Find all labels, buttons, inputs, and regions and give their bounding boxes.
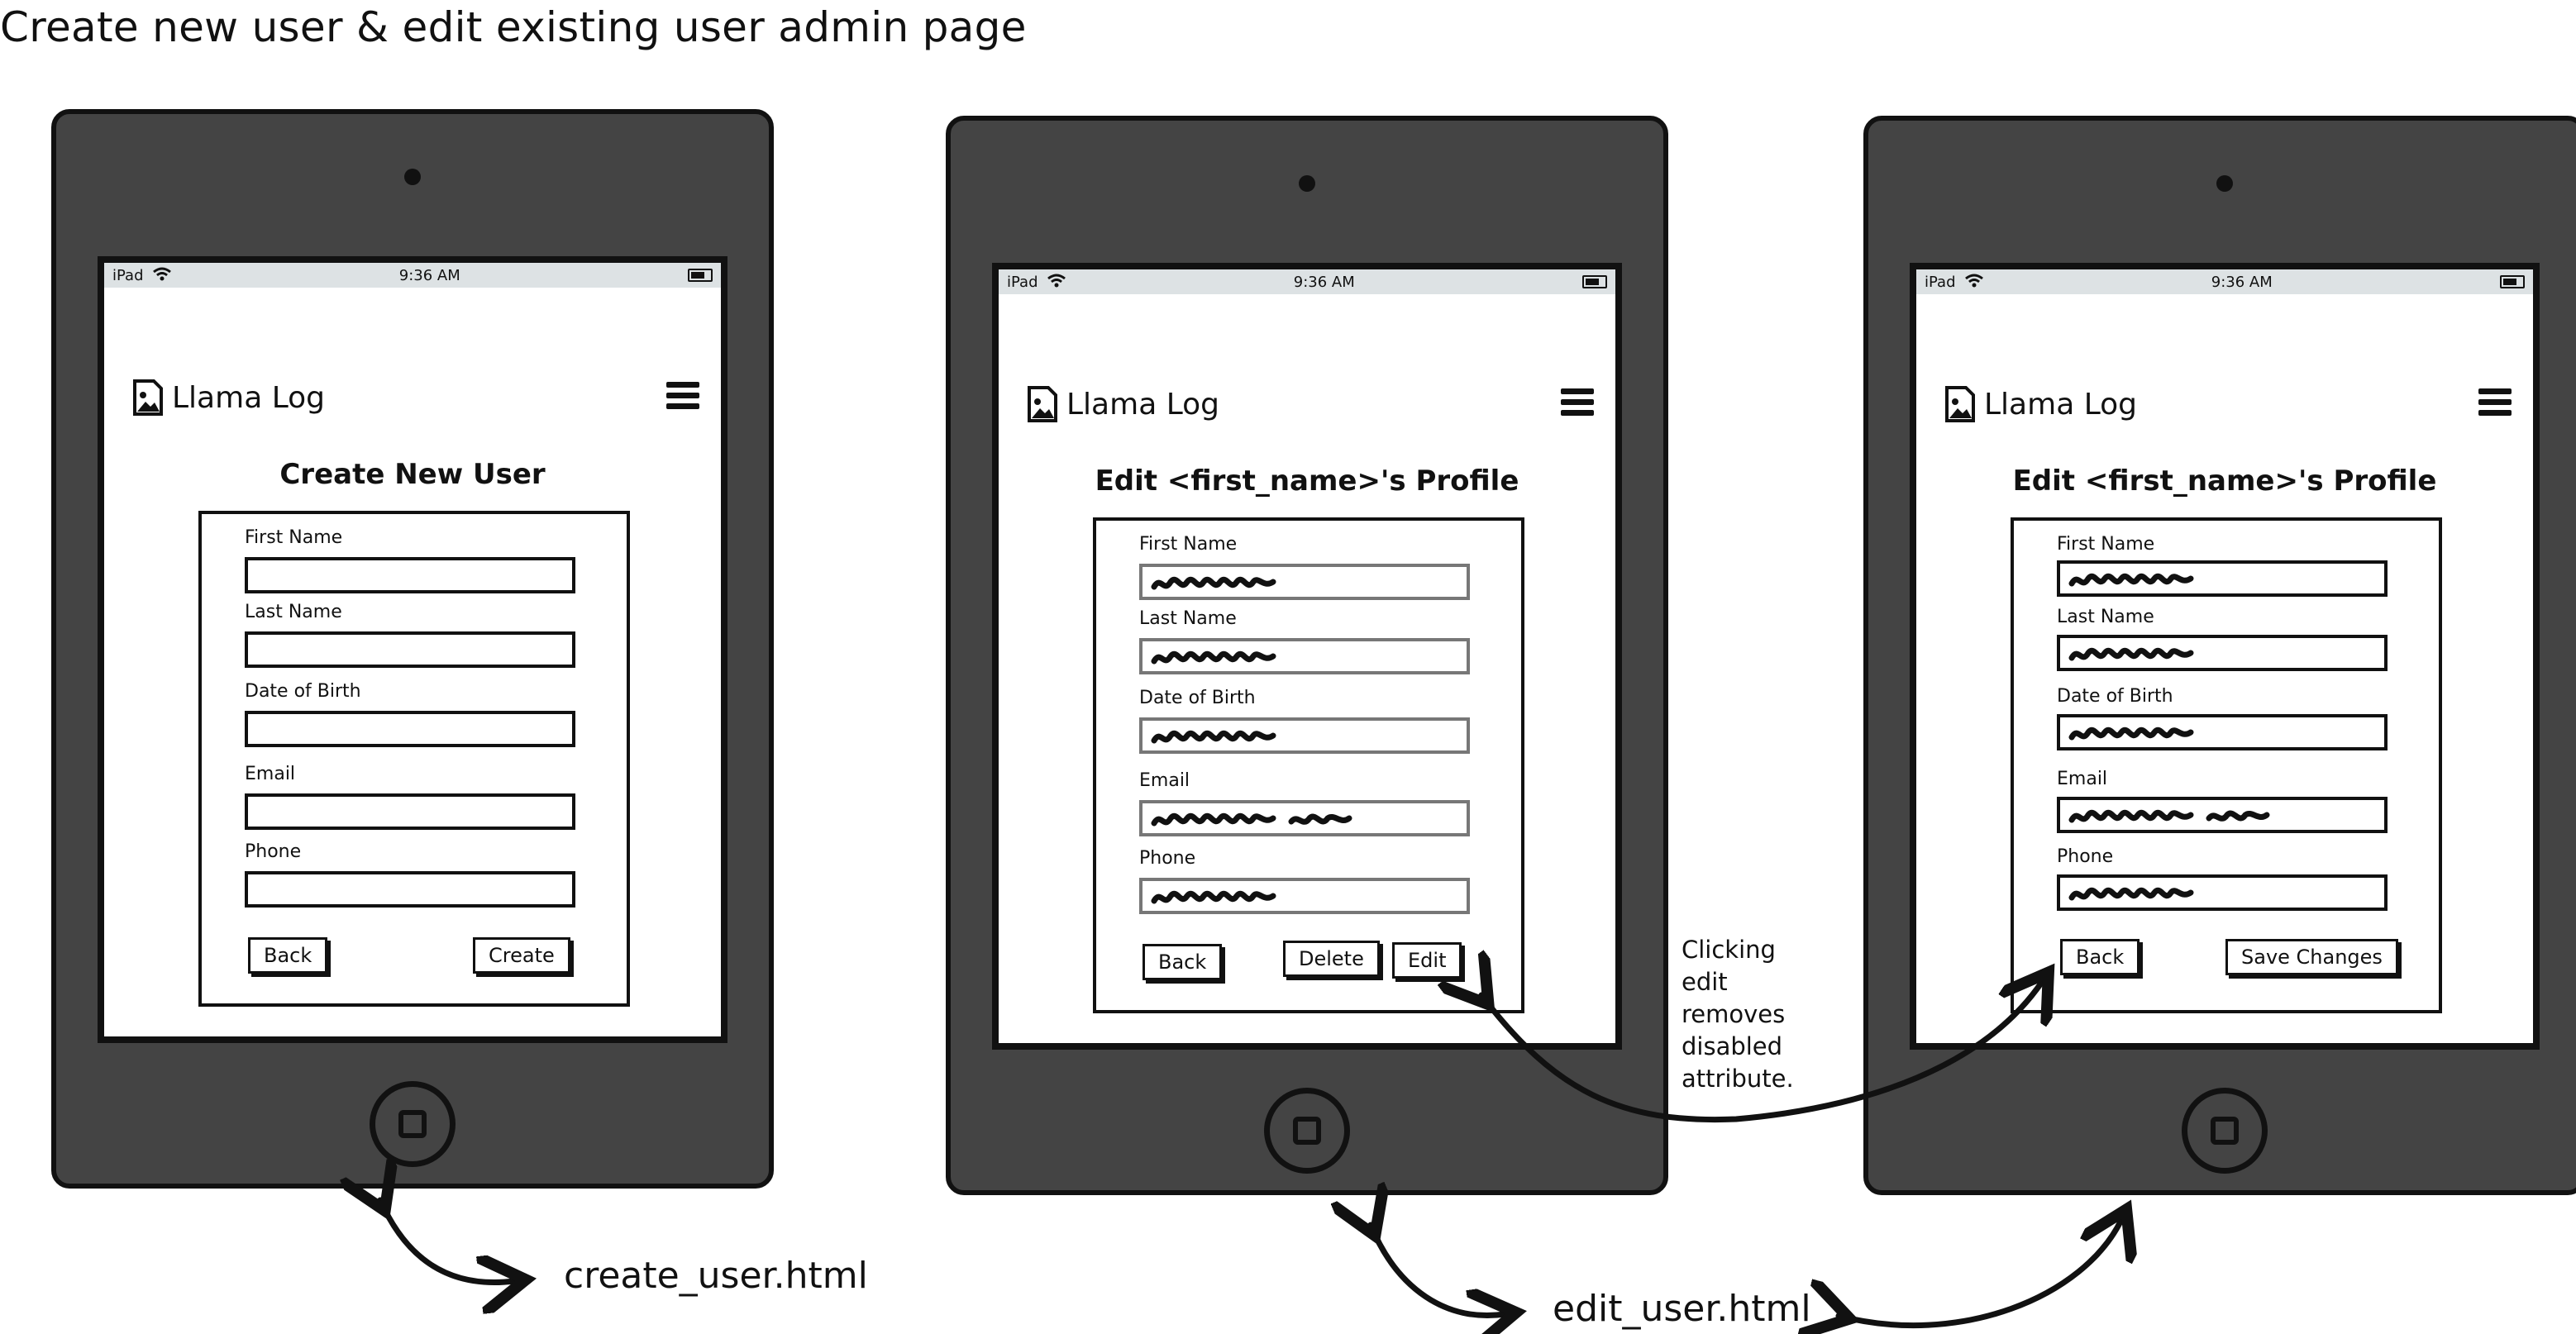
create-user-form: First Name Last Name Date of Birth Email… xyxy=(198,511,630,1007)
carrier-label: iPad xyxy=(112,266,144,284)
last-name-label: Last Name xyxy=(245,602,342,622)
last-name-input[interactable] xyxy=(245,631,575,668)
last-name-label: Last Name xyxy=(2057,607,2154,627)
email-input[interactable] xyxy=(245,793,575,830)
first-name-input-disabled xyxy=(1139,564,1470,600)
first-name-input[interactable] xyxy=(245,557,575,593)
battery-icon xyxy=(2499,275,2525,288)
image-file-icon xyxy=(1945,386,1975,422)
clock: 9:36 AM xyxy=(1293,273,1355,291)
form-heading: Edit <first_name>'s Profile xyxy=(2012,465,2437,498)
status-bar: iPad 9:36 AM xyxy=(1916,269,2533,294)
wifi-icon xyxy=(152,266,172,285)
first-name-label: First Name xyxy=(2057,534,2155,555)
edit-user-form-enabled: First Name Last Name Date of Birth Email… xyxy=(2011,517,2442,1013)
phone-input[interactable] xyxy=(245,871,575,908)
wifi-icon xyxy=(1047,273,1066,292)
home-button-icon xyxy=(370,1081,456,1167)
delete-button[interactable]: Delete xyxy=(1283,941,1380,977)
clock: 9:36 AM xyxy=(398,266,460,284)
battery-icon xyxy=(687,269,713,282)
ipad-create-user: iPad 9:36 AM Llama Log Create New User F… xyxy=(51,109,774,1189)
carrier-label: iPad xyxy=(1007,273,1038,291)
hamburger-menu-icon[interactable] xyxy=(1561,388,1594,417)
edit-user-form-disabled: First Name Last Name Date of Birth Email… xyxy=(1093,517,1524,1013)
status-bar: iPad 9:36 AM xyxy=(999,269,1615,294)
edit-user-file-label: edit_user.html xyxy=(1553,1288,1811,1330)
dob-input[interactable] xyxy=(2057,714,2388,750)
wifi-icon xyxy=(1964,273,1984,292)
dob-label: Date of Birth xyxy=(1139,688,1256,708)
back-button[interactable]: Back xyxy=(1143,944,1223,980)
dob-input-disabled xyxy=(1139,717,1470,754)
status-bar: iPad 9:36 AM xyxy=(104,263,721,288)
hamburger-menu-icon[interactable] xyxy=(666,382,699,410)
battery-icon xyxy=(1581,275,1607,288)
create-button[interactable]: Create xyxy=(473,937,570,974)
back-button[interactable]: Back xyxy=(2060,939,2140,975)
clock: 9:36 AM xyxy=(2211,273,2273,291)
camera-icon xyxy=(1299,175,1315,192)
last-name-input[interactable] xyxy=(2057,635,2388,671)
phone-input[interactable] xyxy=(2057,874,2388,911)
email-label: Email xyxy=(2057,769,2108,789)
phone-label: Phone xyxy=(1139,848,1196,869)
screen-create-user: iPad 9:36 AM Llama Log Create New User F… xyxy=(98,256,727,1043)
create-user-file-label: create_user.html xyxy=(564,1255,868,1297)
first-name-label: First Name xyxy=(1139,534,1238,555)
last-name-label: Last Name xyxy=(1139,608,1237,629)
image-file-icon xyxy=(133,379,163,416)
carrier-label: iPad xyxy=(1925,273,1956,291)
dob-label: Date of Birth xyxy=(245,681,361,702)
edit-to-save-arrow xyxy=(1481,982,2042,1123)
save-changes-button[interactable]: Save Changes xyxy=(2225,939,2398,975)
screen-edit-user-enabled: iPad 9:36 AM Llama Log Edit <first_name>… xyxy=(1910,263,2540,1050)
phone-label: Phone xyxy=(2057,846,2114,867)
home-button-icon xyxy=(1264,1088,1350,1174)
image-file-icon xyxy=(1028,386,1057,422)
ipad-edit-user-enabled: iPad 9:36 AM Llama Log Edit <first_name>… xyxy=(1863,116,2576,1195)
app-name: Llama Log xyxy=(172,380,325,415)
app-name: Llama Log xyxy=(1066,387,1219,422)
email-input-disabled xyxy=(1139,800,1470,836)
create-user-arrow xyxy=(380,1200,514,1283)
brand[interactable]: Llama Log xyxy=(1944,385,2137,423)
dob-input[interactable] xyxy=(245,711,575,747)
form-heading: Edit <first_name>'s Profile xyxy=(1095,465,1519,498)
brand[interactable]: Llama Log xyxy=(132,379,325,417)
camera-icon xyxy=(2216,175,2233,192)
back-button[interactable]: Back xyxy=(248,937,328,974)
edit-user-left-arrow xyxy=(1371,1225,1505,1316)
phone-label: Phone xyxy=(245,841,302,862)
page-title: Create new user & edit existing user adm… xyxy=(0,3,1027,51)
first-name-input[interactable] xyxy=(2057,560,2388,597)
email-label: Email xyxy=(245,764,296,784)
edit-user-right-arrow xyxy=(1839,1220,2121,1326)
home-button-icon xyxy=(2182,1088,2268,1174)
last-name-input-disabled xyxy=(1139,638,1470,674)
email-label: Email xyxy=(1139,770,1190,791)
dob-label: Date of Birth xyxy=(2057,686,2173,707)
camera-icon xyxy=(404,169,421,185)
ipad-edit-user-disabled: iPad 9:36 AM Llama Log Edit <first_name>… xyxy=(946,116,1668,1195)
phone-input-disabled xyxy=(1139,878,1470,914)
edit-annotation: Clicking edit removes disabled attribute… xyxy=(1682,936,1794,1093)
first-name-label: First Name xyxy=(245,527,343,548)
hamburger-menu-icon[interactable] xyxy=(2478,388,2512,417)
form-heading: Create New User xyxy=(279,458,546,491)
app-name: Llama Log xyxy=(1984,387,2137,422)
screen-edit-user-disabled: iPad 9:36 AM Llama Log Edit <first_name>… xyxy=(992,263,1622,1050)
brand[interactable]: Llama Log xyxy=(1027,385,1219,423)
email-input[interactable] xyxy=(2057,797,2388,833)
